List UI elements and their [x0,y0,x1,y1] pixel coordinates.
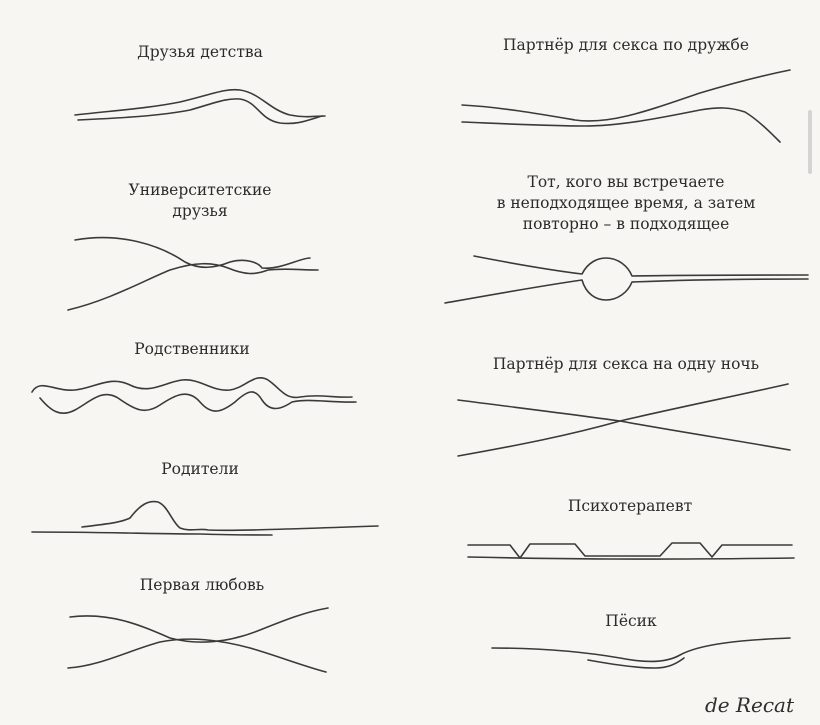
line-relatives-a [31,377,353,399]
line-wrong-time-a [473,255,809,277]
line-fwb-a [461,69,791,122]
diagram-relatives [31,377,357,414]
line-university-b [67,262,319,311]
label-wrong-time-line2: в неподходящее время, а затем [496,194,756,212]
label-university-friends-line2: друзья [172,202,228,220]
line-therapist-b [467,556,795,560]
line-fwb-b [461,107,781,143]
diagram-parents [31,500,379,536]
signature: de Recat [704,693,794,717]
label-first-love: Первая любовь [139,576,265,594]
label-fwb: Партнёр для секса по дружбе [502,36,750,54]
line-wrong-time-b [444,278,809,304]
line-parents-b [31,531,273,536]
line-parents-a [81,500,379,532]
label-dog: Пёсик [605,612,657,630]
scrollbar[interactable] [808,110,812,174]
diagram-childhood-friends [74,88,326,125]
line-first-love-b [67,638,327,673]
label-university-friends-line1: Университетские [128,181,272,199]
label-parents: Родители [161,460,239,478]
diagram-fwb [461,69,791,143]
line-one-night-b [457,383,789,457]
line-university-a [74,236,311,269]
label-relatives: Родственники [134,340,250,358]
label-university-friends: Университетские друзья [129,180,272,222]
line-first-love-a [69,607,329,643]
line-childhood-a [74,88,326,118]
label-childhood-friends: Друзья детства [137,43,263,61]
line-dog-a [491,637,791,663]
label-wrong-time-line1: Тот, кого вы встречаете [527,173,725,191]
diagram-therapist [467,542,795,560]
line-relatives-b [39,391,357,414]
diagram-first-love [67,607,329,673]
diagram-one-night-stand [457,383,791,457]
label-one-night-stand: Партнёр для секса на одну ночь [492,355,760,373]
line-therapist-a [467,542,793,559]
diagram-wrong-then-right-time [444,255,809,304]
label-wrong-then-right-time: Тот, кого вы встречаете в неподходящее в… [497,172,756,235]
label-wrong-time-line3: повторно – в подходящее [522,215,730,233]
line-childhood-b [77,98,323,125]
line-dog-b [587,657,685,669]
line-one-night-a [457,399,791,451]
diagram-dog [491,637,791,669]
diagram-university-friends [67,236,319,311]
label-therapist: Психотерапевт [567,497,693,515]
